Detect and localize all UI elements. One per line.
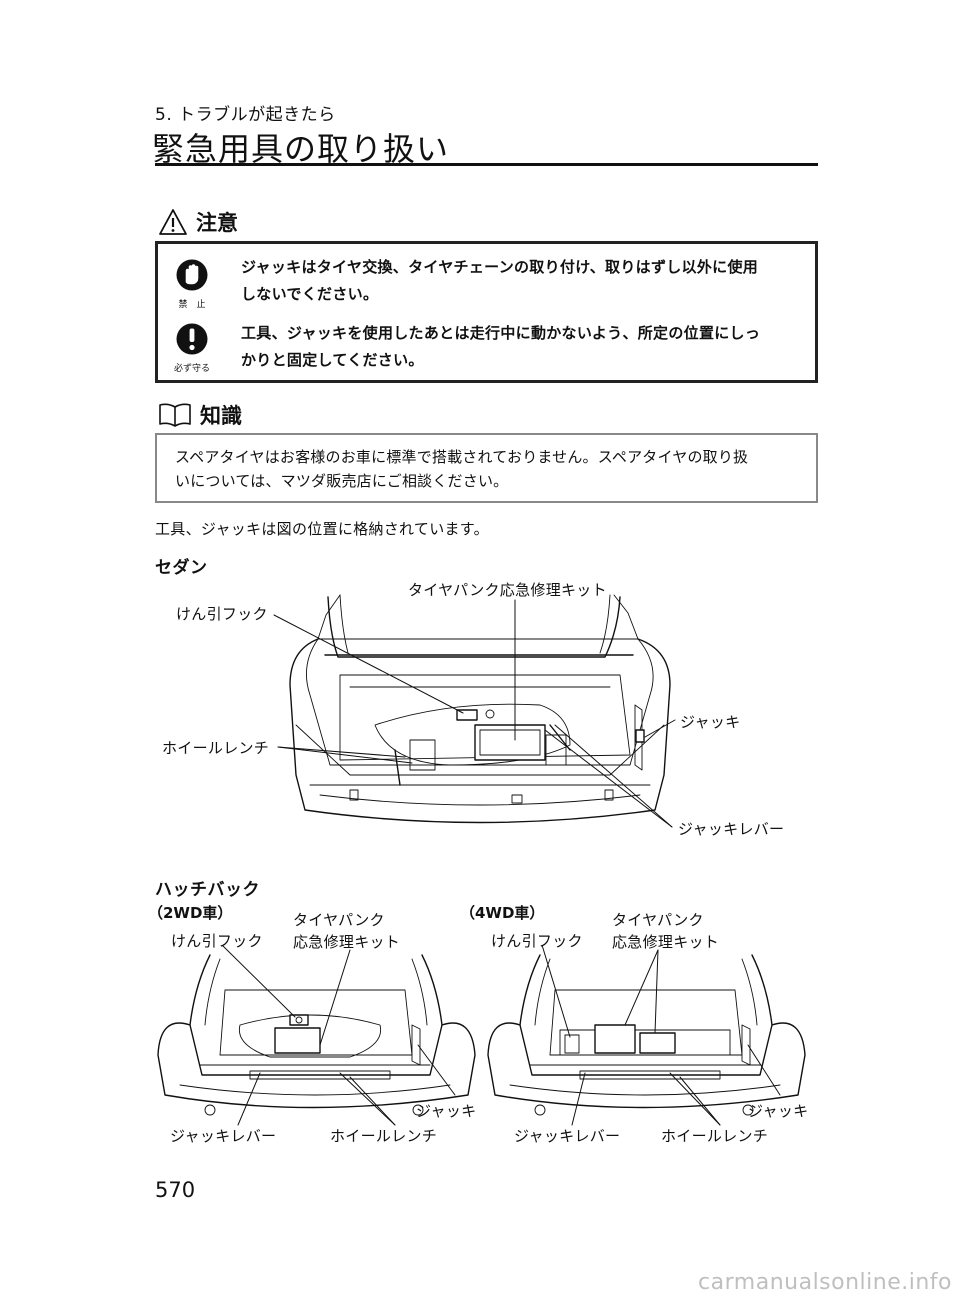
sedan-jack-label: ジャッキ <box>680 713 741 731</box>
caution-text-line: 工具、ジャッキを使用したあとは走行中に動かないよう、所定の位置にしっ <box>241 324 761 342</box>
knowledge-heading: 知識 <box>158 400 242 430</box>
hatch-2wd-tow-hook-label: けん引フック <box>171 932 263 950</box>
body-text: 工具、ジャッキは図の位置に格納されています。 <box>155 520 489 538</box>
hatch-4wd-tow-hook-label: けん引フック <box>491 932 583 950</box>
hatch-2wd-jack-label: ジャッキ <box>416 1102 477 1120</box>
hatch-4wd-jack-label: ジャッキ <box>748 1102 809 1120</box>
knowledge-text-line: スペアタイヤはお客様のお車に標準で搭載されておりません。スペアタイヤの取り扱 <box>175 448 749 466</box>
sedan-jack-lever-label: ジャッキレバー <box>678 820 785 838</box>
hatch-4wd-variant: （4WD車） <box>460 904 545 922</box>
sedan-trunk-illustration <box>273 594 676 828</box>
sedan-repair-kit-label: タイヤパンク応急修理キット <box>408 581 607 599</box>
hatch-2wd-repair-kit-line2: 応急修理キット <box>293 933 401 951</box>
caution-item: 禁 止 ジャッキはタイヤ交換、タイヤチェーンの取り付け、取りはずし以外に使用 し… <box>170 258 758 310</box>
watermark: carmanualsonline.info <box>698 1270 952 1295</box>
hatchback-2wd-illustration <box>157 945 476 1126</box>
title-rule <box>155 163 818 166</box>
knowledge-heading-label: 知識 <box>200 404 242 428</box>
prohibited-hand-icon <box>176 259 208 291</box>
caution-heading-label: 注意 <box>196 211 238 235</box>
sedan-heading: セダン <box>155 558 208 578</box>
caution-text-line: ジャッキはタイヤ交換、タイヤチェーンの取り付け、取りはずし以外に使用 <box>241 258 759 276</box>
hatch-2wd-variant: （2WD車） <box>148 904 233 922</box>
warning-triangle-icon <box>159 209 187 235</box>
hatch-4wd-wheel-wrench-label: ホイールレンチ <box>661 1127 769 1145</box>
sedan-tow-hook-label: けん引フック <box>176 605 268 623</box>
hatch-2wd-jack-lever-label: ジャッキレバー <box>170 1127 277 1145</box>
exclamation-circle-icon <box>176 323 208 355</box>
page-title: 緊急用具の取り扱い <box>152 130 450 168</box>
caution-box: 禁 止 ジャッキはタイヤ交換、タイヤチェーンの取り付け、取りはずし以外に使用 し… <box>155 241 818 383</box>
section-subtitle: 5. トラブルが起きたら <box>155 105 336 125</box>
caution-text-line: しないでください。 <box>241 285 379 303</box>
page-number: 570 <box>155 1178 196 1202</box>
hatch-4wd-repair-kit-line2: 応急修理キット <box>612 933 720 951</box>
hatchback-heading: ハッチバック <box>155 880 260 900</box>
must-observe-caption: 必ず守る <box>173 364 210 374</box>
hatch-4wd-jack-lever-label: ジャッキレバー <box>514 1127 621 1145</box>
hatch-4wd-repair-kit-line1: タイヤパンク <box>612 911 704 929</box>
knowledge-box: スペアタイヤはお客様のお車に標準で搭載されておりません。スペアタイヤの取り扱 い… <box>155 433 818 503</box>
caution-text-line: かりと固定してください。 <box>241 351 424 369</box>
sedan-wheel-wrench-label: ホイールレンチ <box>162 739 270 757</box>
prohibited-caption: 禁 止 <box>178 300 206 310</box>
hatch-2wd-repair-kit-line1: タイヤパンク <box>293 911 385 929</box>
knowledge-text-line: いについては、マツダ販売店にご相談ください。 <box>175 472 509 490</box>
open-book-icon <box>159 403 191 427</box>
hatchback-4wd-illustration <box>487 945 806 1126</box>
caution-heading: 注意 <box>158 207 238 237</box>
hatch-2wd-wheel-wrench-label: ホイールレンチ <box>330 1127 438 1145</box>
caution-item: 必ず守る 工具、ジャッキを使用したあとは走行中に動かないよう、所定の位置にしっ … <box>170 322 760 374</box>
